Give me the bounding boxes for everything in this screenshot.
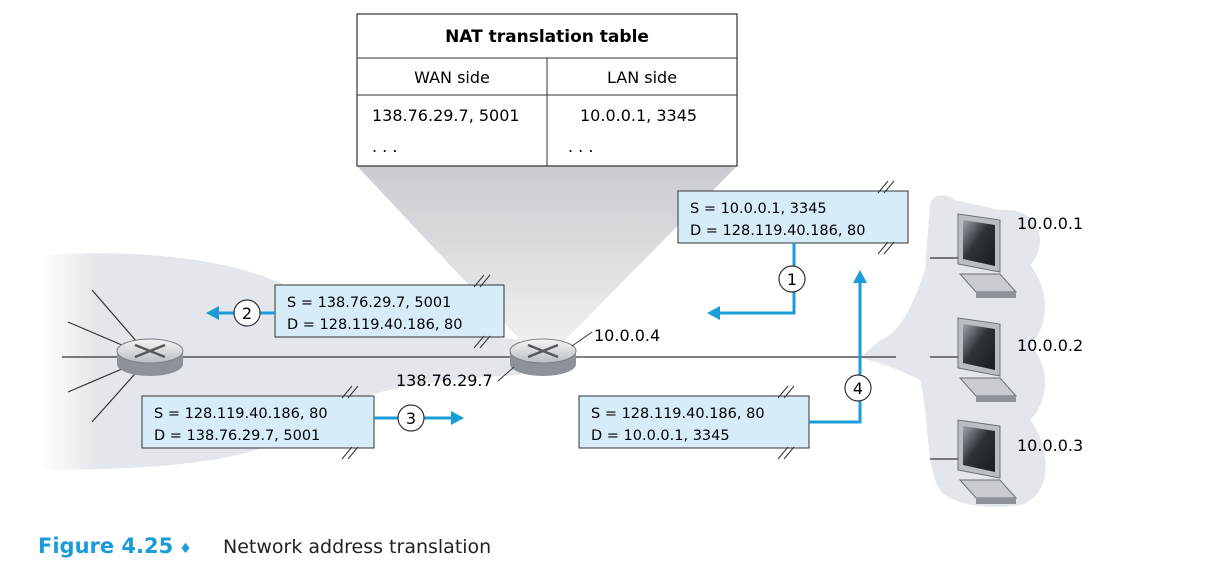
host-1-ip: 10.0.0.1 [1017, 214, 1083, 233]
lan-links [930, 257, 960, 460]
host-2-ip: 10.0.0.2 [1017, 336, 1083, 355]
table-title: NAT translation table [445, 27, 649, 47]
table-header-lan: LAN side [607, 68, 677, 87]
packet-2-step: 2 [242, 304, 252, 323]
host-3-ip: 10.0.0.3 [1017, 436, 1083, 455]
nat-router-icon [509, 338, 577, 376]
table-header-wan: WAN side [414, 68, 490, 87]
wan-router-icon [116, 338, 184, 376]
figure-caption-number: Figure 4.25 ♦ [38, 534, 196, 558]
figure-number: Figure 4.25 [38, 534, 174, 558]
packet-4-step: 4 [853, 379, 863, 398]
packet-1-destination: D = 128.119.40.186, 80 [690, 223, 866, 239]
router-wan-ip: 138.76.29.7 [396, 371, 493, 390]
host-3-computer-icon [957, 419, 1018, 504]
table-spotlight [357, 166, 737, 345]
table-cell: . . . [568, 137, 593, 156]
table-cell: 138.76.29.7, 5001 [372, 106, 520, 125]
nat-translation-table: NAT translation table WAN side LAN side … [356, 13, 738, 167]
packet-3-destination: D = 138.76.29.7, 5001 [154, 428, 320, 444]
packet-3-step: 3 [406, 409, 416, 428]
packet-3-source: S = 128.119.40.186, 80 [154, 406, 328, 422]
host-1-computer-icon [957, 213, 1018, 298]
packet-2: S = 138.76.29.7, 5001 D = 128.119.40.186… [206, 274, 505, 349]
table-cell: . . . [372, 137, 397, 156]
figure-caption-text: Network address translation [223, 536, 492, 558]
packet-1-step: 1 [787, 270, 797, 289]
router-lan-ip: 10.0.0.4 [594, 326, 660, 345]
packet-4: S = 128.119.40.186, 80 D = 10.0.0.1, 334… [578, 270, 872, 460]
packet-2-destination: D = 128.119.40.186, 80 [287, 317, 463, 333]
host-2-computer-icon [957, 317, 1018, 402]
packet-4-source: S = 128.119.40.186, 80 [591, 406, 765, 422]
table-cell: 10.0.0.1, 3345 [580, 106, 697, 125]
packet-1: S = 10.0.0.1, 3345 D = 128.119.40.186, 8… [677, 180, 909, 320]
diamond-icon: ♦ [179, 541, 192, 557]
packet-3: S = 128.119.40.186, 80 D = 138.76.29.7, … [141, 385, 464, 460]
packet-4-destination: D = 10.0.0.1, 3345 [591, 428, 730, 444]
packet-1-source: S = 10.0.0.1, 3345 [690, 201, 827, 217]
packet-2-source: S = 138.76.29.7, 5001 [287, 295, 451, 311]
